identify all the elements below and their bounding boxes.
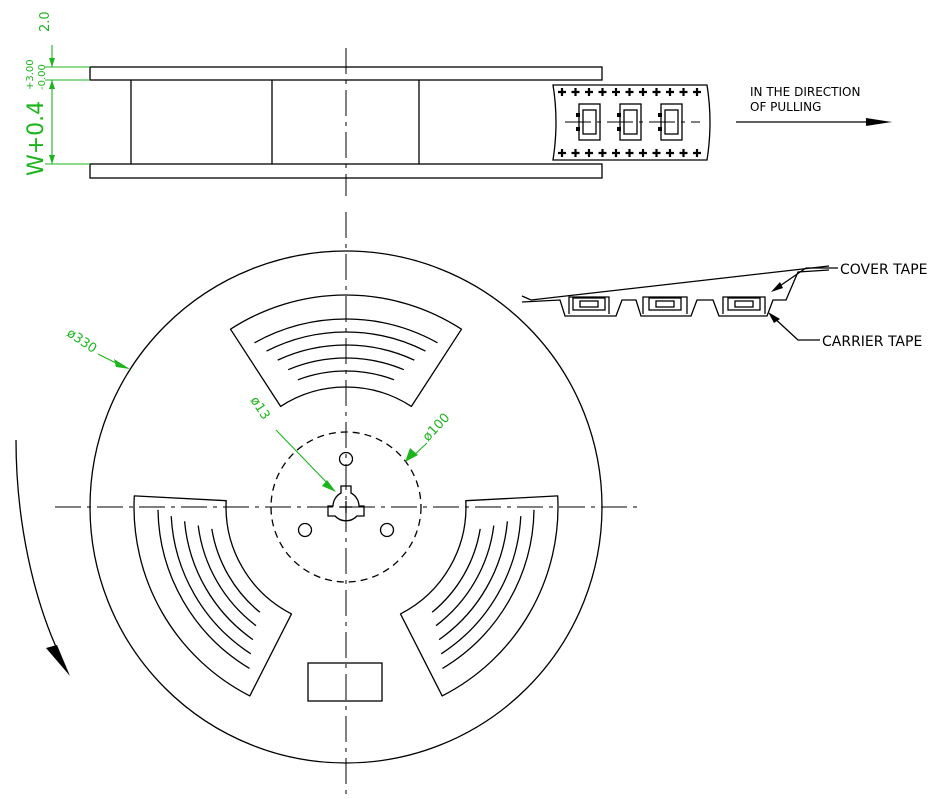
hub-diameter-label: ø100 [420, 411, 453, 445]
sprocket-hole [666, 149, 674, 157]
sprocket-hole [625, 149, 634, 157]
diameter-dimensions: ø330 ø13 ø100 [64, 326, 453, 492]
reel-side-view [89, 48, 603, 196]
sprocket-hole [612, 149, 620, 157]
tape-component [576, 103, 601, 141]
sprocket-hole [652, 149, 661, 157]
sprocket-hole [585, 88, 593, 96]
sprocket-hole [679, 149, 688, 157]
reel-window-top [229, 294, 463, 408]
rotation-arrow-icon [46, 645, 70, 676]
reel-hub [270, 431, 422, 583]
rotation-arrow [15, 439, 70, 676]
pocket-part [648, 297, 682, 311]
tape-component [658, 103, 683, 141]
carrier-tape-label: CARRIER TAPE [822, 334, 922, 350]
sprocket-hole [639, 88, 647, 96]
flange-thickness-label: 2.0 [38, 11, 53, 32]
width-tol-lower: -0.00 [37, 64, 48, 90]
tape-component [617, 103, 642, 141]
width-dimension: 2.0 W+0.4 +3.00 -0.00 [24, 11, 90, 176]
pulling-arrow-icon [866, 118, 892, 126]
sprocket-hole [598, 149, 607, 157]
sprocket-hole [585, 149, 593, 157]
direction-label-line1: IN THE DIRECTION [750, 85, 860, 99]
sprocket-hole [693, 149, 701, 157]
outer-diameter-label: ø330 [64, 326, 100, 357]
sprocket-hole [693, 88, 701, 96]
sprocket-hole [571, 149, 580, 157]
sprocket-hole [598, 88, 607, 96]
sprocket-hole [666, 88, 674, 96]
tape-strip [552, 84, 711, 161]
cover-tape-label: COVER TAPE [840, 262, 927, 278]
pulling-direction: IN THE DIRECTION OF PULLING [736, 85, 892, 126]
pocket-part [572, 297, 606, 311]
sprocket-hole [612, 88, 620, 96]
tape-cross-section: COVER TAPE CARRIER TAPE [521, 262, 927, 350]
width-label: W+0.4 [24, 101, 49, 176]
sprocket-hole [639, 149, 647, 157]
sprocket-hole [679, 88, 688, 96]
reel-front-view [55, 212, 640, 799]
sprocket-hole [652, 88, 661, 96]
sprocket-hole [558, 88, 566, 96]
reel-window-left [133, 495, 293, 697]
sprocket-hole [558, 149, 566, 157]
bore-diameter-label: ø13 [247, 394, 273, 423]
reel-window-right [399, 495, 559, 697]
pocket-part [727, 297, 761, 311]
width-tol-upper: +3.00 [25, 59, 36, 90]
sprocket-hole [625, 88, 634, 96]
direction-label-line2: OF PULLING [750, 100, 821, 114]
sprocket-hole [571, 88, 580, 96]
reel-label-area [307, 662, 383, 702]
reel-bore [327, 485, 365, 522]
